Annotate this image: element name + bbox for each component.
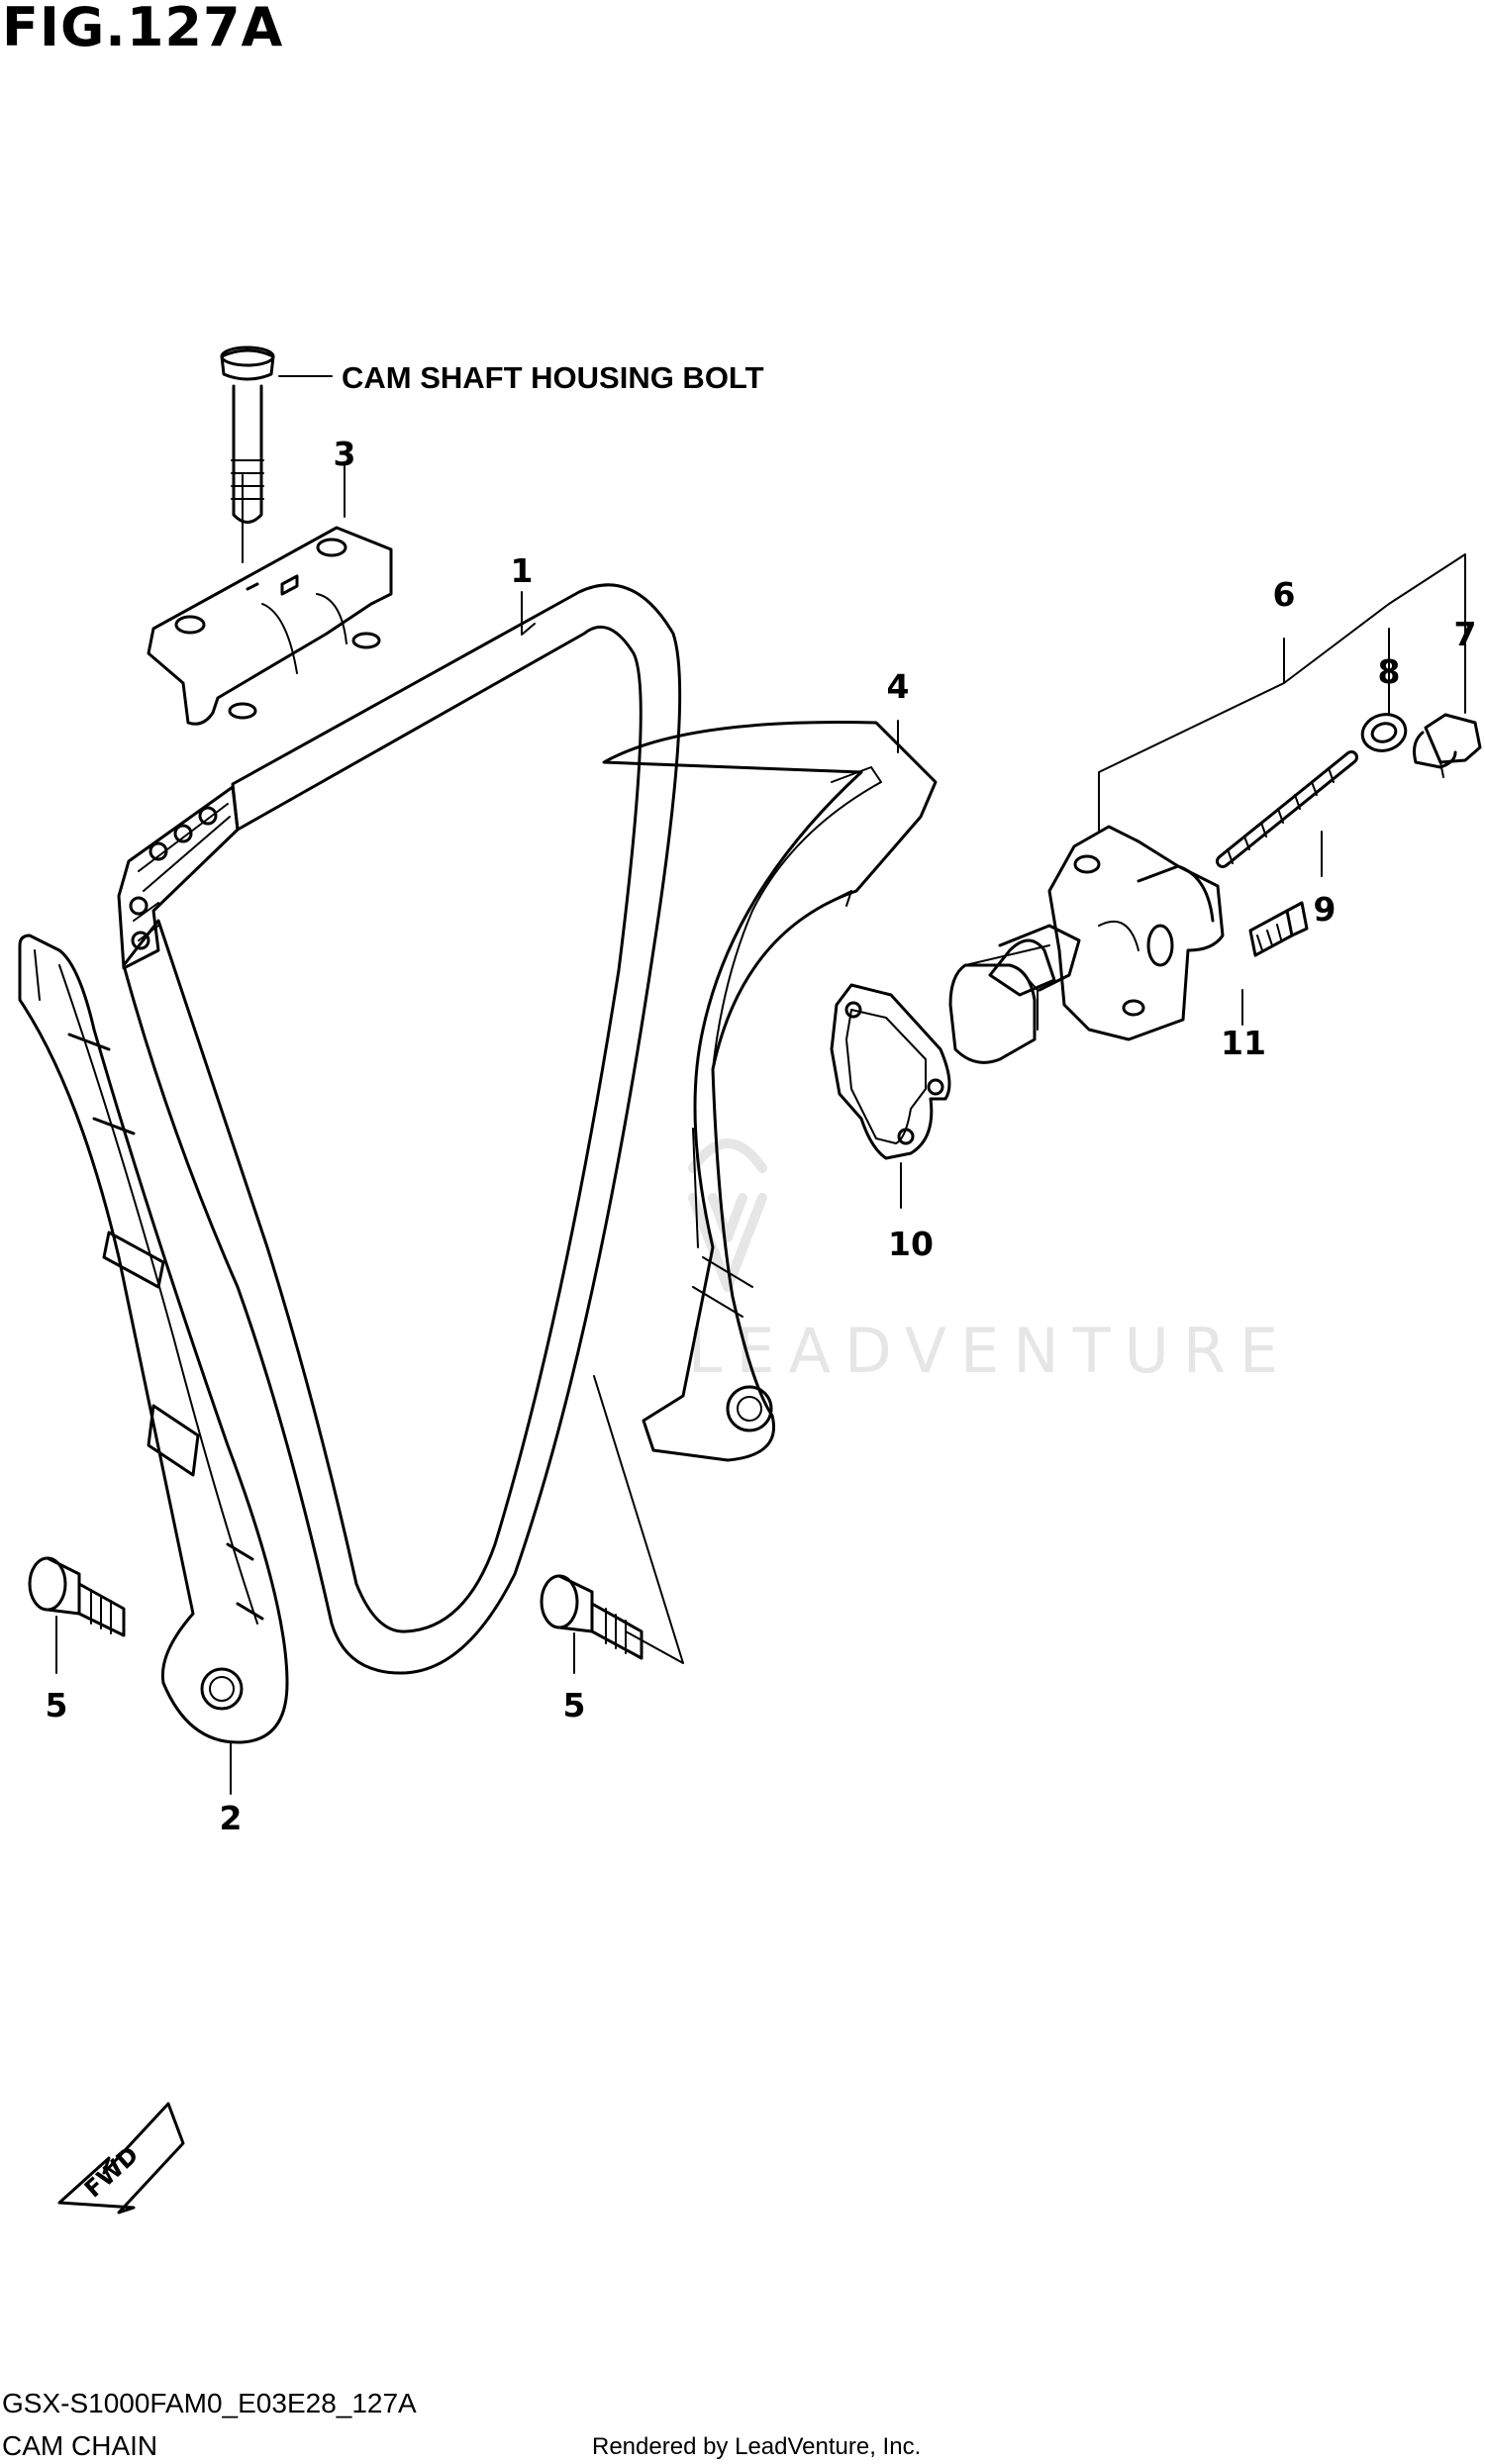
guide-bolt-right xyxy=(540,1574,644,1660)
tensioner-mounting-bolt xyxy=(1248,901,1309,957)
callout-5-left: 5 xyxy=(46,1686,68,1725)
cam-chain xyxy=(117,583,682,1675)
camshaft-housing xyxy=(147,474,393,726)
chain-guide-right xyxy=(602,721,938,1462)
callout-5-right: 5 xyxy=(563,1686,586,1725)
figure-title: FIG.127A xyxy=(2,0,284,58)
figure-name: CAM CHAIN xyxy=(2,2430,158,2461)
watermark: LEADVENTURE xyxy=(688,1138,1292,1387)
figure-code: GSX-S1000FAM0_E03E28_127A xyxy=(2,2388,417,2418)
guide-bolt-left xyxy=(28,1556,126,1637)
callout-1: 1 xyxy=(511,551,534,590)
tensioner-spring xyxy=(1216,750,1358,868)
washer xyxy=(1360,713,1408,752)
tensioner-adjuster xyxy=(948,825,1225,1064)
cam-shaft-housing-bolt-label: CAM SHAFT HOUSING BOLT xyxy=(342,360,764,395)
callout-10: 10 xyxy=(888,1225,934,1263)
callout-6: 6 xyxy=(1273,575,1296,614)
callout-2: 2 xyxy=(220,1799,243,1837)
callout-3: 3 xyxy=(334,435,356,473)
chain-guide-left xyxy=(18,934,289,1744)
tensioner-gasket xyxy=(830,983,951,1160)
leader-lines xyxy=(55,465,1466,1795)
watermark-text: LEADVENTURE xyxy=(688,1315,1292,1387)
credit-text: Rendered by LeadVenture, Inc. xyxy=(592,2433,922,2460)
fwd-label: FWD xyxy=(79,2141,144,2204)
cam-shaft-housing-bolt xyxy=(220,345,333,524)
fwd-arrow: FWD xyxy=(57,2102,185,2215)
callout-4: 4 xyxy=(887,667,910,706)
callout-11: 11 xyxy=(1221,1024,1266,1062)
tensioner-cap-bolt xyxy=(1413,713,1482,778)
callout-7: 7 xyxy=(1454,615,1477,653)
callout-9: 9 xyxy=(1314,890,1336,929)
assembly-line xyxy=(593,1375,684,1664)
callout-8: 8 xyxy=(1378,652,1401,691)
callouts: 1 2 3 4 5 5 6 7 8 9 10 11 CAM SHAFT HOUS… xyxy=(46,360,1477,1837)
